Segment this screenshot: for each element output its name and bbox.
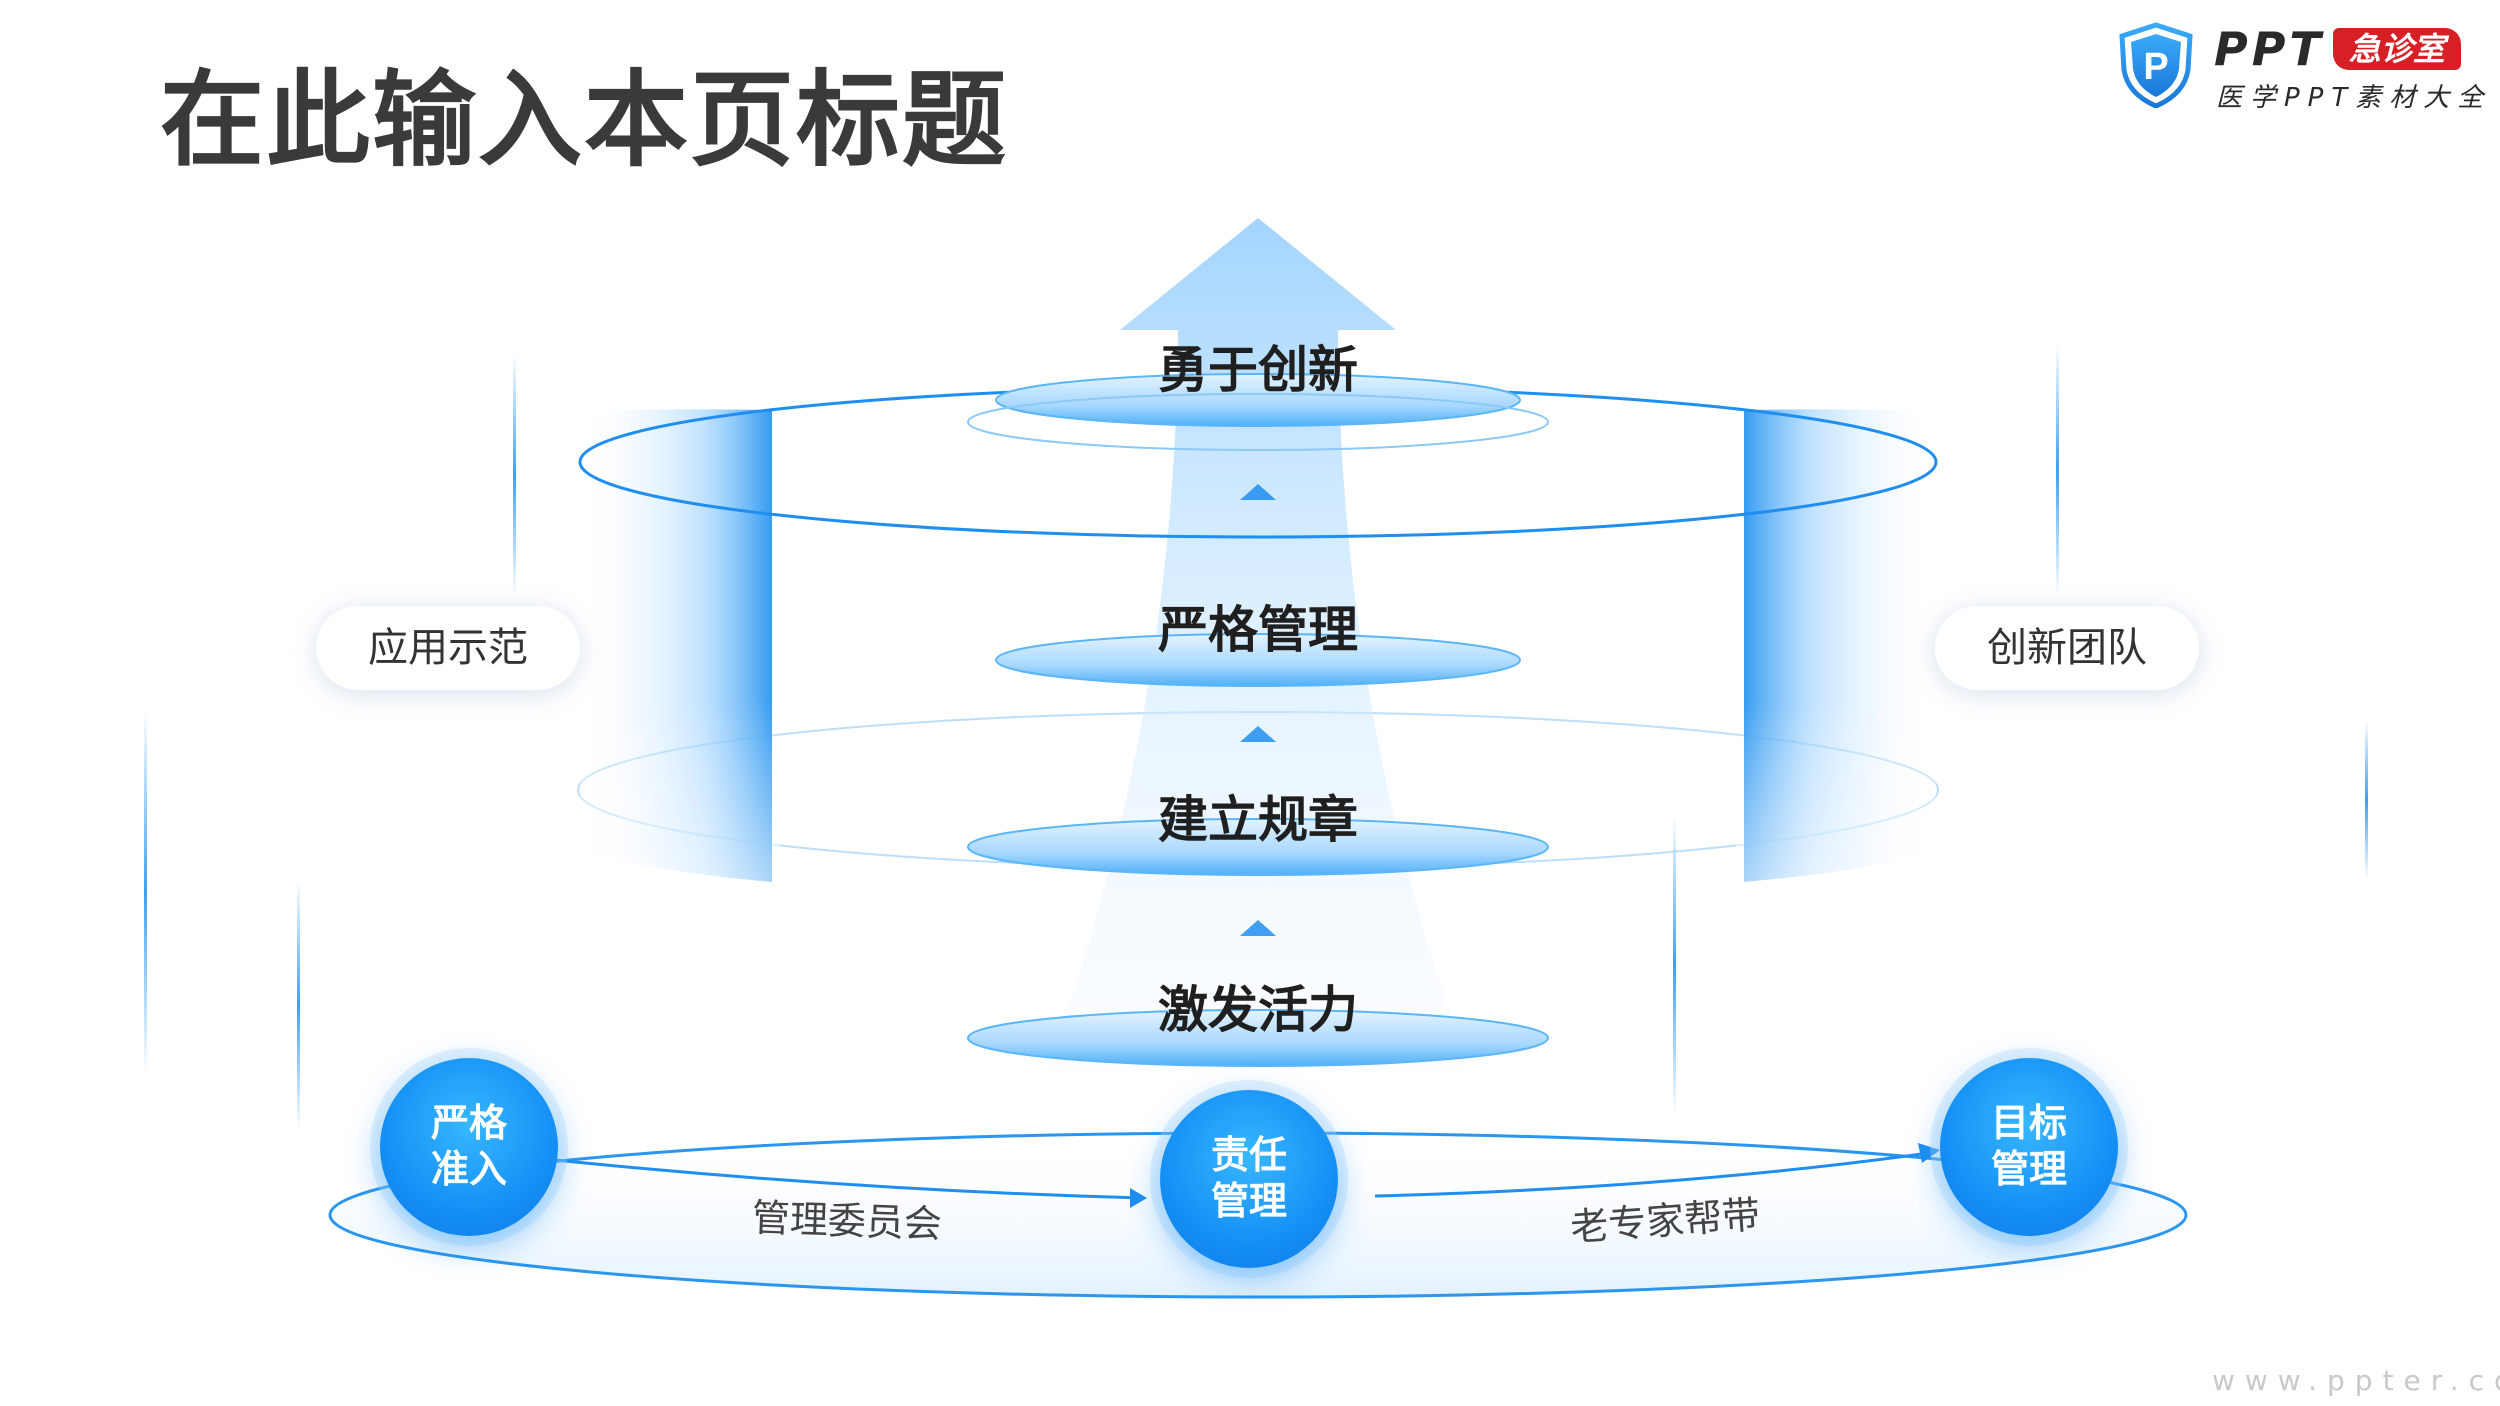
stage-label-3: 严格管理 bbox=[1158, 601, 1358, 659]
flow-arrows bbox=[554, 1143, 1940, 1208]
logo: P PPT 急诊室 医学PPT素材大全 bbox=[2118, 22, 2492, 113]
stage-label-2: 建立规章 bbox=[1158, 791, 1358, 849]
side-pill-right: 创新团队 bbox=[1935, 606, 2199, 690]
stage-discs bbox=[967, 373, 1549, 1067]
circle-node-1: 严格 准入 bbox=[380, 1058, 558, 1236]
shield-logo-icon: P bbox=[2119, 22, 2193, 108]
circle-node-2: 责任 管理 bbox=[1160, 1090, 1338, 1268]
circle-node-2-line1: 责任 bbox=[1210, 1133, 1287, 1178]
stage-label-4: 勇于创新 bbox=[1158, 341, 1358, 399]
decorative-lines bbox=[144, 345, 2368, 1130]
side-pill-left: 应用示范 bbox=[316, 606, 580, 690]
circle-node-3-line2: 管理 bbox=[1990, 1147, 2067, 1191]
logo-badge: 急诊室 bbox=[2332, 27, 2461, 71]
stage-label-1: 激发活力 bbox=[1158, 981, 1358, 1039]
circle-node-3-line1: 目标 bbox=[1990, 1101, 2067, 1146]
path-label-1: 管理委员会 bbox=[751, 1195, 943, 1247]
circle-node-1-line1: 严格 bbox=[430, 1101, 507, 1146]
circle-node-2-line2: 管理 bbox=[1210, 1179, 1287, 1223]
page-title: 在此输入本页标题 bbox=[160, 59, 1009, 181]
shield-letter: P bbox=[2143, 46, 2168, 88]
circle-node-1-line2: 准入 bbox=[430, 1147, 507, 1191]
chevron-up-icons bbox=[1240, 484, 1276, 936]
cylinder-band bbox=[577, 409, 1939, 890]
logo-brand: PPT bbox=[2214, 22, 2325, 76]
logo-subtitle: 医学PPT素材大全 bbox=[2216, 83, 2492, 113]
website-watermark: www.ppter.com bbox=[2212, 1364, 2500, 1397]
circle-node-3: 目标 管理 bbox=[1940, 1058, 2118, 1236]
